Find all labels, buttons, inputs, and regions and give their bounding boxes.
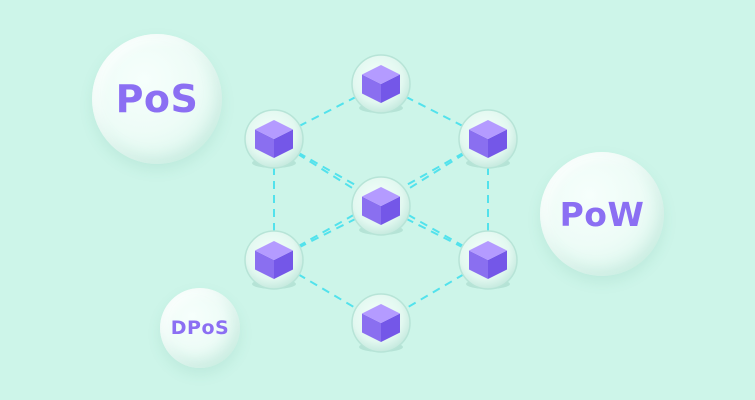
cube-icon bbox=[362, 187, 400, 225]
node-bottom bbox=[351, 293, 411, 353]
cube-icon bbox=[362, 304, 400, 342]
cube-icon bbox=[255, 241, 293, 279]
pow-label: PoW bbox=[559, 194, 645, 234]
node-upper-left bbox=[244, 109, 304, 169]
pow-bubble: PoW bbox=[540, 152, 664, 276]
cube-icon bbox=[255, 120, 293, 158]
dpos-bubble: DPoS bbox=[160, 288, 240, 368]
cube-top-face bbox=[255, 241, 293, 260]
cube-top-face bbox=[362, 304, 400, 323]
node-lower-left bbox=[244, 230, 304, 290]
cube-top-face bbox=[255, 120, 293, 139]
cube-top-face bbox=[469, 120, 507, 139]
node-top bbox=[351, 54, 411, 114]
cube-top-face bbox=[469, 241, 507, 260]
node-lower-right bbox=[458, 230, 518, 290]
cube-icon bbox=[362, 65, 400, 103]
pos-bubble: PoS bbox=[92, 34, 222, 164]
cube-top-face bbox=[362, 187, 400, 206]
cube-icon bbox=[469, 120, 507, 158]
node-upper-right bbox=[458, 109, 518, 169]
node-center bbox=[351, 176, 411, 236]
dpos-label: DPoS bbox=[170, 317, 230, 339]
cube-icon bbox=[469, 241, 507, 279]
pos-label: PoS bbox=[115, 77, 199, 121]
cube-top-face bbox=[362, 65, 400, 84]
